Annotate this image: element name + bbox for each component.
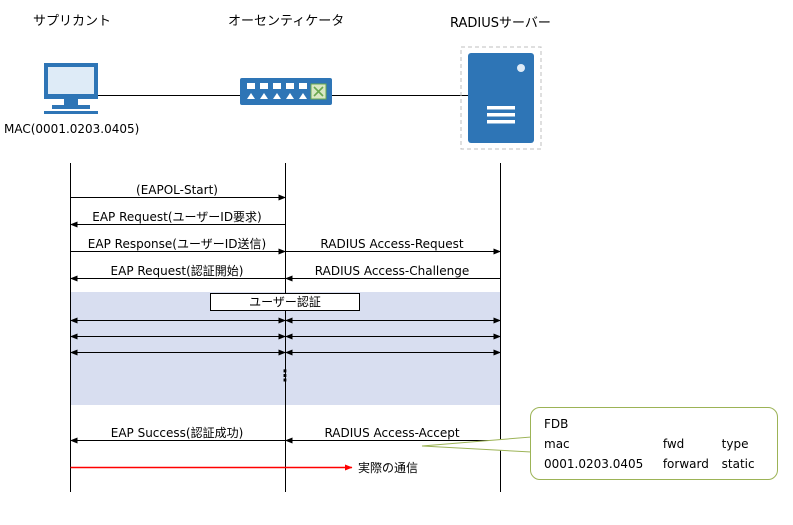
msg-radius-access-challenge: RADIUS Access-Challenge [314, 264, 470, 278]
server-icon [460, 46, 542, 150]
msg-eap-success: EAP Success(認証成功) [110, 426, 244, 440]
fdb-header-type: type [721, 437, 749, 451]
msg-eap-request-auth: EAP Request(認証開始) [110, 264, 244, 278]
fdb-header-row: mac fwd type [544, 434, 777, 454]
actor-label-radius-server: RADIUSサーバー [450, 16, 551, 31]
computer-icon [44, 63, 98, 114]
fdb-entry-fwd: forward [662, 457, 709, 471]
msg-eap-request-id: EAP Request(ユーザーID要求) [92, 210, 262, 224]
msg-eap-response-id: EAP Response(ユーザーID送信) [87, 237, 267, 251]
fdb-entry-type: static [721, 457, 755, 471]
actor-label-supplicant: サプリカント [33, 14, 112, 29]
fdb-header-mac: mac [544, 437, 570, 451]
msg-radius-access-request: RADIUS Access-Request [320, 237, 464, 251]
fdb-entry-row: 0001.0203.0405 forward static [544, 454, 777, 474]
supplicant-mac-label: MAC(0001.0203.0405) [4, 122, 140, 136]
fdb-title: FDB [544, 417, 569, 431]
auth-exchange-ellipsis: ⋮ [277, 366, 293, 385]
msg-radius-access-accept: RADIUS Access-Accept [324, 426, 460, 440]
fdb-callout: FDB mac fwd type 0001.0203.0405 forward … [530, 407, 778, 480]
user-auth-title-box: ユーザー認証 [210, 293, 360, 311]
actor-label-authenticator: オーセンティケータ [228, 14, 345, 29]
fdb-entry-mac: 0001.0203.0405 [544, 457, 644, 471]
actual-communication-label: 実際の通信 [358, 461, 419, 475]
msg-eapol-start: (EAPOL-Start) [136, 183, 218, 197]
switch-icon [240, 78, 332, 105]
fdb-header-fwd: fwd [662, 437, 685, 451]
